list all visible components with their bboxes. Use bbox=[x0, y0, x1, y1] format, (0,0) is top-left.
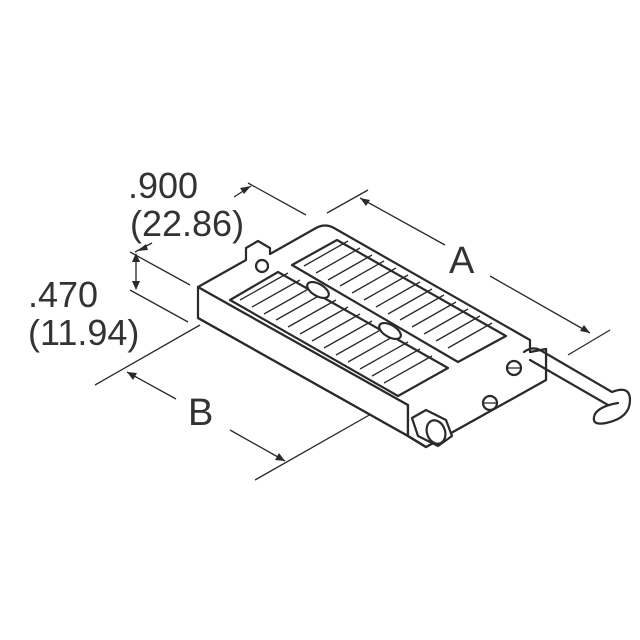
depth-b-label: B bbox=[188, 392, 214, 434]
width-inch-label: .900 bbox=[128, 165, 199, 206]
height-mm-label: (11.94) bbox=[28, 312, 140, 353]
length-a-label: A bbox=[449, 240, 475, 282]
lever-handle bbox=[522, 347, 632, 425]
width-mm-label: (22.86) bbox=[130, 203, 245, 244]
socket-body bbox=[196, 224, 548, 449]
center-slot-1 bbox=[306, 280, 330, 300]
contact-ribs-left bbox=[239, 272, 433, 384]
height-inch-label: .470 bbox=[28, 274, 99, 315]
knob bbox=[410, 408, 454, 448]
center-slot-2 bbox=[378, 321, 402, 341]
contact-ribs-right bbox=[303, 240, 493, 349]
screw-icons bbox=[254, 258, 523, 412]
dimension-lines bbox=[94, 182, 611, 481]
